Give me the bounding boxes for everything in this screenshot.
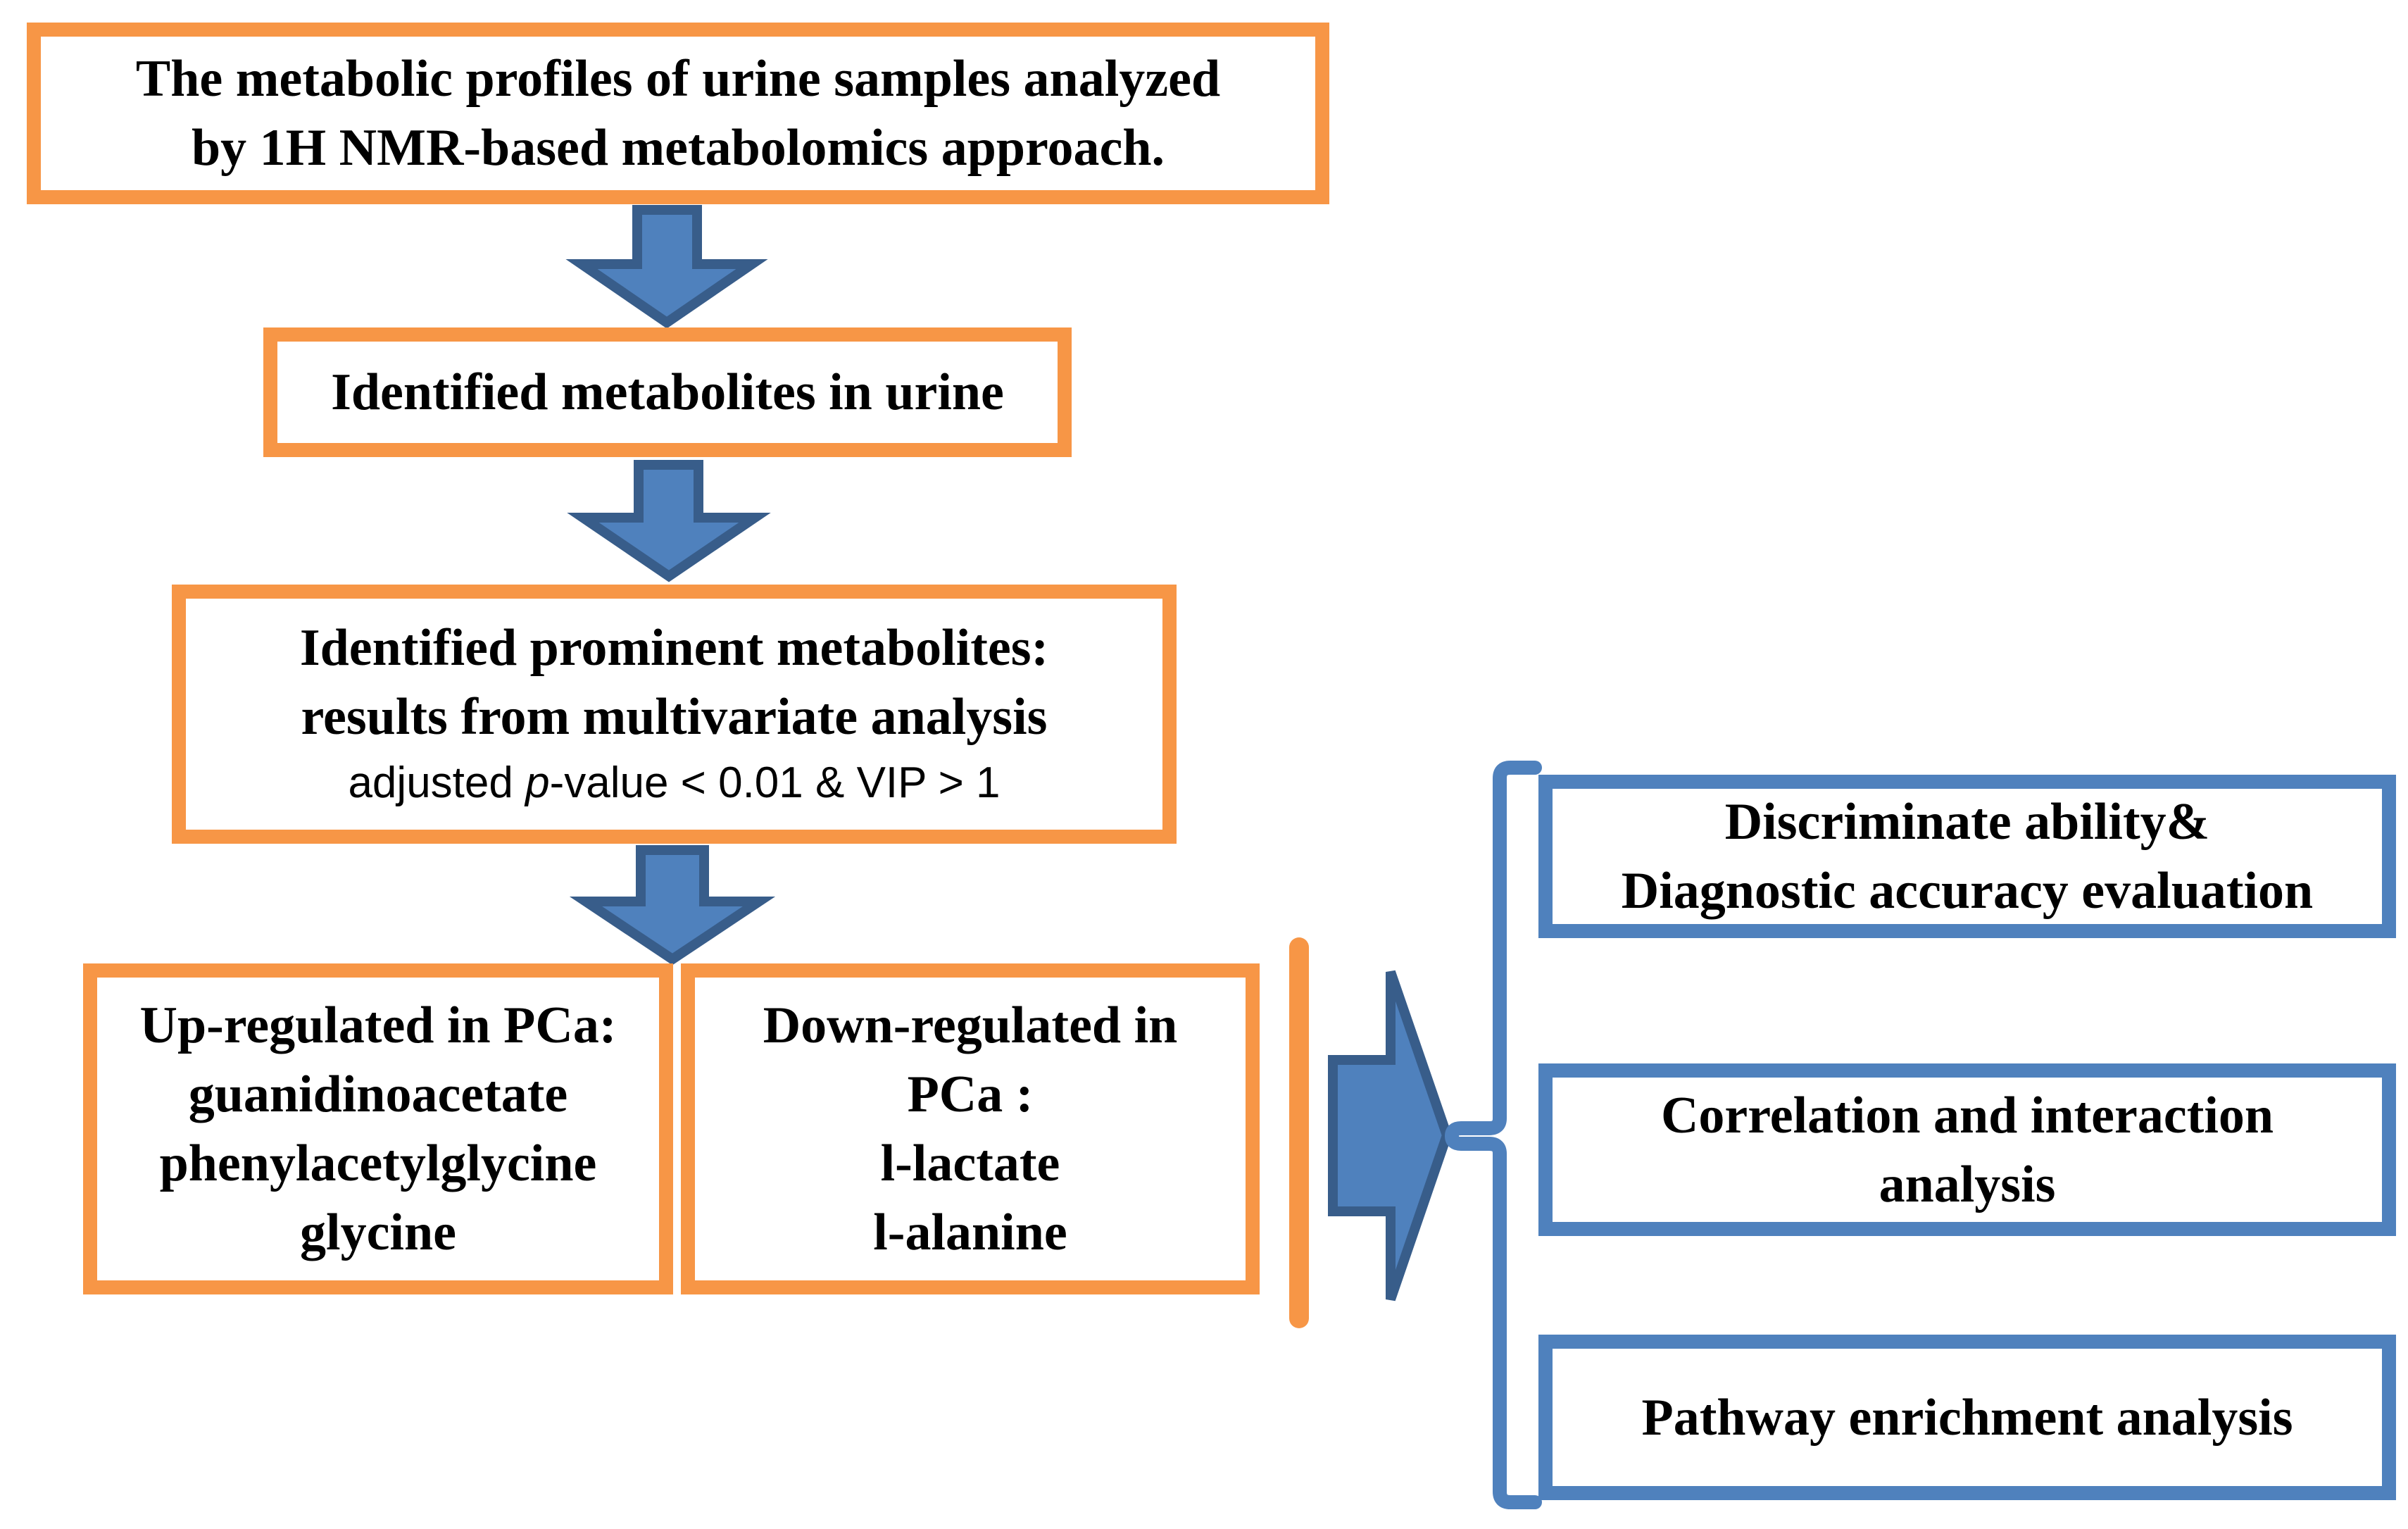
down-regulated-line2: PCa : <box>907 1066 1034 1123</box>
outcome-diagnostic-line1: Discriminate ability& <box>1724 793 2210 851</box>
down-arrow-1 <box>565 205 768 329</box>
right-arrow <box>1328 970 1453 1302</box>
step-prominent-metabolites-box: Identified prominent metabolites: result… <box>172 585 1177 844</box>
outcome-brace <box>1445 761 1542 1509</box>
step-identified-metabolites-line1: Identified metabolites in urine <box>331 363 1004 421</box>
outcome-correlation-box: Correlation and interaction analysis <box>1538 1063 2396 1236</box>
outcome-pathway-line1: Pathway enrichment analysis <box>1641 1388 2293 1447</box>
up-regulated-line1: Up-regulated in PCa: <box>139 997 617 1054</box>
criteria-prefix: adjusted <box>348 759 526 807</box>
step-urine-profiles-line2: by 1H NMR-based metabolomics approach. <box>191 119 1165 177</box>
outcome-diagnostic-box: Discriminate ability& Diagnostic accurac… <box>1538 775 2396 938</box>
down-regulated-line1: Down-regulated in <box>763 997 1178 1054</box>
step-prominent-metabolites-line2: results from multivariate analysis <box>301 688 1048 746</box>
down-regulated-box: Down-regulated in PCa : l-lactate l-alan… <box>681 963 1260 1294</box>
outcome-diagnostic-line2: Diagnostic accuracy evaluation <box>1621 862 2314 920</box>
criteria-suffix: -value < 0.01 & VIP > 1 <box>549 759 1001 807</box>
step-prominent-metabolites-line1: Identified prominent metabolites: <box>299 619 1049 677</box>
outcome-pathway-box: Pathway enrichment analysis <box>1538 1335 2396 1500</box>
outcome-correlation-line2: analysis <box>1879 1155 2056 1213</box>
up-regulated-box: Up-regulated in PCa: guanidinoacetate ph… <box>83 963 673 1294</box>
up-regulated-line3: phenylacetylglycine <box>159 1135 597 1192</box>
down-arrow-3 <box>569 845 776 966</box>
step-identified-metabolites-box: Identified metabolites in urine <box>263 327 1072 457</box>
down-arrow-2 <box>567 460 771 582</box>
up-regulated-line2: guanidinoacetate <box>188 1066 568 1123</box>
down-regulated-line4: l-alanine <box>873 1204 1067 1261</box>
up-regulated-line4: glycine <box>300 1204 456 1261</box>
step-prominent-metabolites-criteria: adjusted p-value < 0.01 & VIP > 1 <box>348 751 1000 815</box>
step-urine-profiles-line1: The metabolic profiles of urine samples … <box>135 50 1221 108</box>
step-urine-profiles-box: The metabolic profiles of urine samples … <box>27 23 1329 204</box>
criteria-italic: p <box>525 759 550 807</box>
outcome-correlation-line1: Correlation and interaction <box>1660 1086 2274 1144</box>
down-regulated-line3: l-lactate <box>880 1135 1060 1192</box>
